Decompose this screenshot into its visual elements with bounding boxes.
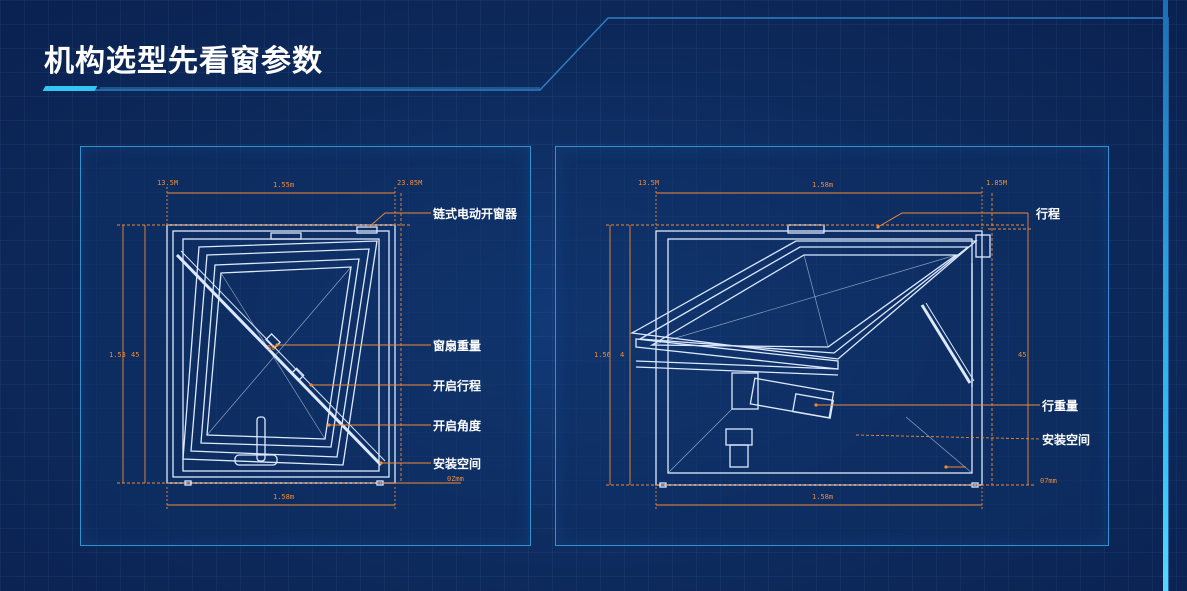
dim-top-width: 1.58m: [812, 181, 834, 189]
dim-top-left: 13.5M: [638, 179, 660, 187]
casement-window-diagram: [117, 187, 461, 509]
window-handle: [256, 416, 266, 462]
dim-side-inner: 4: [620, 351, 625, 359]
dim-side-right: 45: [1018, 351, 1027, 359]
slash-accent-icon: [42, 86, 98, 91]
dim-side-outer: 1.56: [594, 351, 611, 359]
dim-bottom-right: 0Zmm: [447, 475, 464, 483]
dim-top-right: 23.85M: [397, 179, 423, 187]
outer-frame: [166, 224, 396, 484]
callout-install-space: 安装空间: [433, 457, 482, 471]
dim-bottom-width: 1.58m: [812, 493, 834, 501]
left-window-diagram-panel: 13.5M 1.55m 23.85M 1.53 45 1.58m 0Zmm 50…: [80, 146, 531, 546]
decorative-edge-bar: [1163, 0, 1168, 591]
top-hung-window-diagram: [606, 187, 1041, 509]
dim-bottom-width: 1.58m: [273, 493, 295, 501]
callout-stroke: 开启行程: [433, 379, 482, 393]
right-window-diagram-panel: 13.5M 1.58m 1.85M 1.56 4 45 1.58m 07mm 行…: [555, 146, 1109, 546]
dim-bottom-right: 07mm: [1040, 477, 1057, 485]
callout-sash-weight: 窗扇重量: [433, 339, 482, 353]
callout-chain-opener: 链式电动开窗器: [433, 207, 518, 221]
dim-top-left: 13.5M: [157, 179, 179, 187]
projected-sash: [629, 240, 978, 360]
tilted-sash: [182, 240, 378, 466]
dim-top-right: 1.85M: [986, 179, 1008, 187]
outer-frame: [655, 230, 983, 486]
dim-side-outer: 1.53: [109, 351, 126, 359]
callout-angle: 开启角度: [433, 419, 482, 433]
opener-body: [731, 372, 759, 410]
dim-side-inner: 45: [131, 351, 140, 359]
dim-arm-label: 50: [267, 344, 276, 352]
opener-arm: [175, 253, 383, 467]
callout-weight: 行重量: [1042, 399, 1079, 413]
stay-arm: [920, 304, 972, 384]
callout-install-space: 安装空间: [1042, 433, 1091, 447]
callout-stroke: 行程: [1036, 207, 1061, 221]
page-title: 机构选型先看窗参数: [44, 44, 323, 79]
dim-top-width: 1.55m: [273, 181, 295, 189]
